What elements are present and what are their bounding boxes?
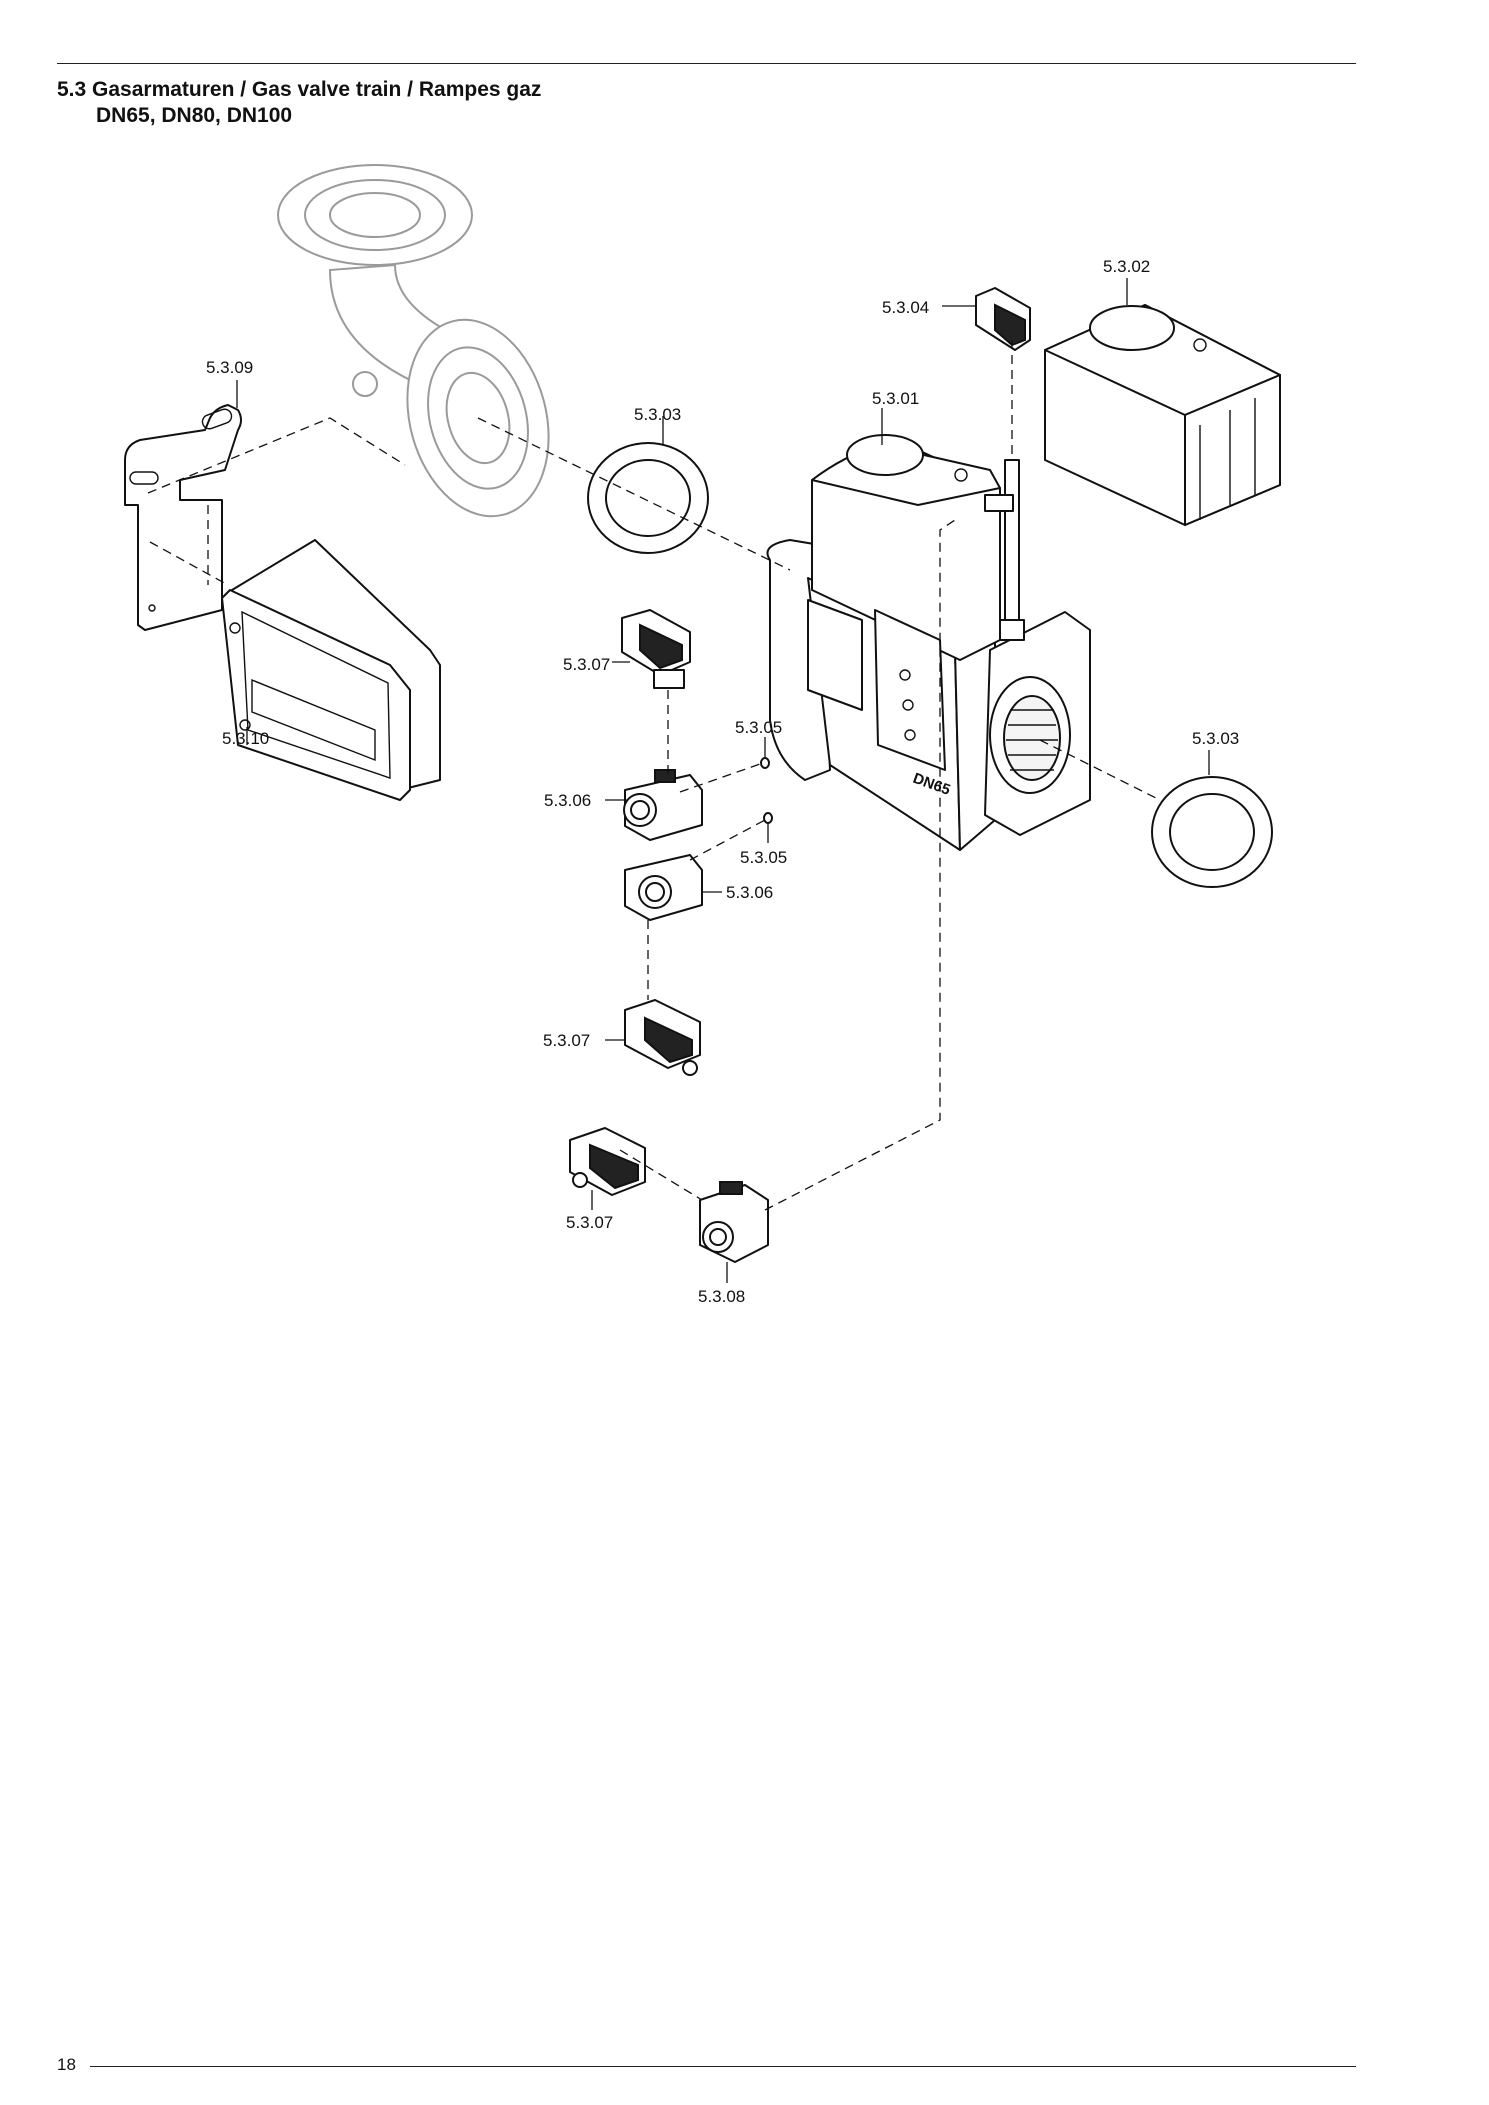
gasket-outlet bbox=[1151, 776, 1273, 888]
label-5-3-03-inlet: 5.3.03 bbox=[634, 405, 681, 424]
page-title: 5.3 Gasarmaturen / Gas valve train / Ram… bbox=[57, 77, 541, 129]
label-5-3-04: 5.3.04 bbox=[882, 298, 929, 317]
solenoid-coil-upper bbox=[623, 769, 703, 841]
cover-plate bbox=[221, 539, 441, 801]
title-line-1: 5.3 Gasarmaturen / Gas valve train / Ram… bbox=[57, 78, 542, 101]
label-5-3-09: 5.3.09 bbox=[206, 358, 253, 377]
label-5-3-05-lower: 5.3.05 bbox=[740, 848, 787, 867]
solenoid-coil-lower bbox=[624, 854, 703, 921]
footer-rule bbox=[90, 2066, 1356, 2067]
label-5-3-07-top: 5.3.07 bbox=[563, 655, 610, 674]
label-5-3-05-upper: 5.3.05 bbox=[735, 718, 782, 737]
label-5-3-08: 5.3.08 bbox=[698, 1287, 745, 1306]
label-5-3-03-outlet: 5.3.03 bbox=[1192, 729, 1239, 748]
solenoid-plug-top bbox=[621, 609, 691, 689]
o-ring-upper bbox=[760, 757, 770, 769]
assembly-lines bbox=[147, 340, 1161, 1211]
part-labels: 5.3.02 5.3.04 5.3.09 5.3.03 5.3.01 5.3.0… bbox=[206, 257, 1239, 1306]
valve-actuator bbox=[1044, 304, 1281, 526]
pressure-switch-connector bbox=[975, 287, 1031, 351]
label-5-3-07-bottom: 5.3.07 bbox=[566, 1213, 613, 1232]
header-rule bbox=[57, 63, 1356, 64]
solenoid-coil-bottom bbox=[699, 1181, 769, 1263]
label-5-3-01: 5.3.01 bbox=[872, 389, 919, 408]
label-5-3-06-lower: 5.3.06 bbox=[726, 883, 773, 902]
solenoid-plug-middle bbox=[624, 999, 701, 1076]
label-5-3-10: 5.3.10 bbox=[222, 729, 269, 748]
mounting-bracket bbox=[124, 404, 242, 631]
solenoid-plug-bottom bbox=[569, 1127, 646, 1196]
label-5-3-07-middle: 5.3.07 bbox=[543, 1031, 590, 1050]
label-5-3-06-upper: 5.3.06 bbox=[544, 791, 591, 810]
o-ring-lower bbox=[763, 812, 773, 824]
page-number: 18 bbox=[57, 2055, 76, 2074]
title-line-2: DN65, DN80, DN100 bbox=[96, 104, 293, 127]
main-gas-valve: DN65 bbox=[766, 434, 1091, 851]
gasket-inlet bbox=[587, 442, 709, 554]
leader-lines bbox=[236, 278, 1210, 1283]
elbow-flange-illustration bbox=[277, 164, 550, 518]
label-5-3-02: 5.3.02 bbox=[1103, 257, 1150, 276]
